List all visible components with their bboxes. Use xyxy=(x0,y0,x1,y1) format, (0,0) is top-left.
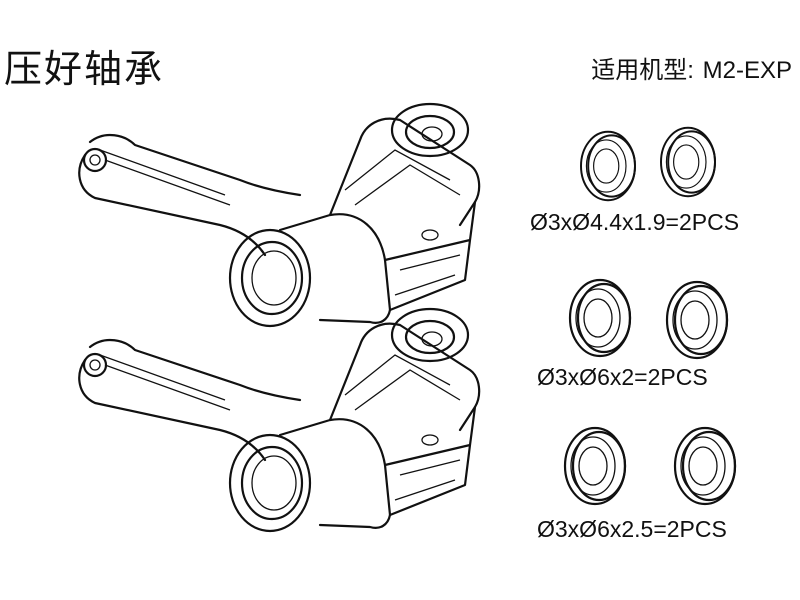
model-value: M2-EXP xyxy=(702,57,792,84)
bearing-spec-label: Ø3xØ6x2.5=2PCS xyxy=(537,516,727,542)
blade-grip-arm-icon xyxy=(78,102,481,328)
page-title: 压好轴承 xyxy=(4,47,165,91)
model-label: 适用机型: xyxy=(591,57,694,84)
bearing-icon xyxy=(660,126,716,198)
bearing-icon xyxy=(563,426,627,506)
bearing-icon xyxy=(580,130,636,202)
bearing-icon xyxy=(665,280,729,360)
blade-grip-arm-icon xyxy=(78,307,481,533)
bearing-spec-label: Ø3xØ4.4x1.9=2PCS xyxy=(530,209,740,235)
model-info: 适用机型: M2-EXP xyxy=(591,50,792,85)
bearing-spec-label: Ø3xØ6x2=2PCS xyxy=(537,364,708,390)
bearing-icon xyxy=(568,278,632,358)
bearing-icon xyxy=(673,426,737,506)
